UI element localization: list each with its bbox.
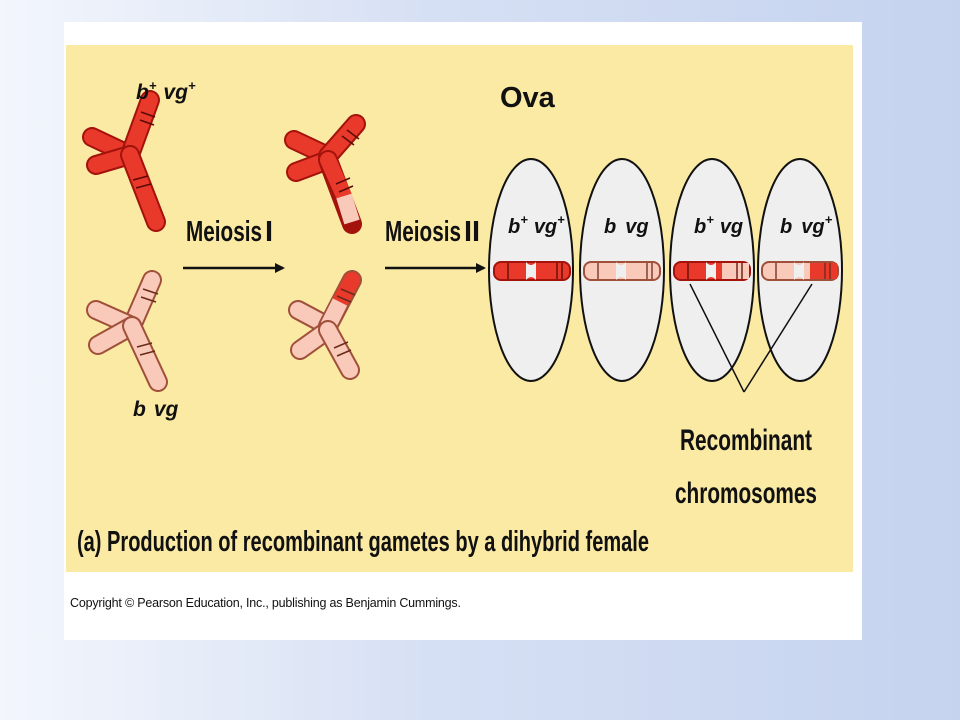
ova-label: Ova	[500, 82, 556, 114]
recombinant-pointer-lines	[689, 283, 813, 393]
copyright-notice: Copyright © Pearson Education, Inc., pub…	[70, 596, 461, 610]
allele-b: b	[136, 81, 149, 104]
svg-text:bvg: bvg	[133, 398, 179, 421]
meiosis-1-product-recessive	[288, 270, 362, 380]
ovum-1-label: b+vg+	[508, 212, 565, 238]
allele-vg: vg	[154, 398, 179, 421]
label-parent-dominant: b+vg+	[136, 78, 196, 104]
parent-chromosome-dominant	[82, 90, 166, 232]
ovum-1-chromosome	[493, 261, 571, 281]
parent-chromosome-recessive	[86, 270, 168, 392]
meiosis-1-label: Meiosis I	[186, 216, 273, 248]
meiosis-1-product-dominant	[284, 114, 366, 234]
superscript-plus: +	[188, 78, 196, 93]
ovum-3-label: b+vg	[694, 212, 743, 238]
allele-b: b	[133, 398, 146, 421]
allele-vg: vg	[163, 81, 188, 104]
ovum-4-chromosome	[761, 261, 839, 281]
meiosis-word: Meiosis	[385, 216, 461, 248]
meiosis-word: Meiosis	[186, 216, 262, 248]
meiosis-numeral: I	[265, 216, 273, 248]
ovum-3-chromosome	[673, 261, 751, 281]
recombinant-line-2: chromosomes	[675, 477, 817, 510]
ovum-2-chromosome	[583, 261, 661, 281]
superscript-plus: +	[149, 78, 157, 93]
recombinant-label: Recombinant chromosomes	[675, 424, 817, 510]
svg-text:b+vg+: b+vg+	[136, 78, 196, 104]
figure-caption: (a) Production of recombinant gametes by…	[77, 526, 649, 558]
meiosis-2-label: Meiosis II	[385, 216, 480, 248]
recombinant-line-1: Recombinant	[680, 424, 812, 457]
meiosis-numeral: II	[464, 216, 480, 248]
